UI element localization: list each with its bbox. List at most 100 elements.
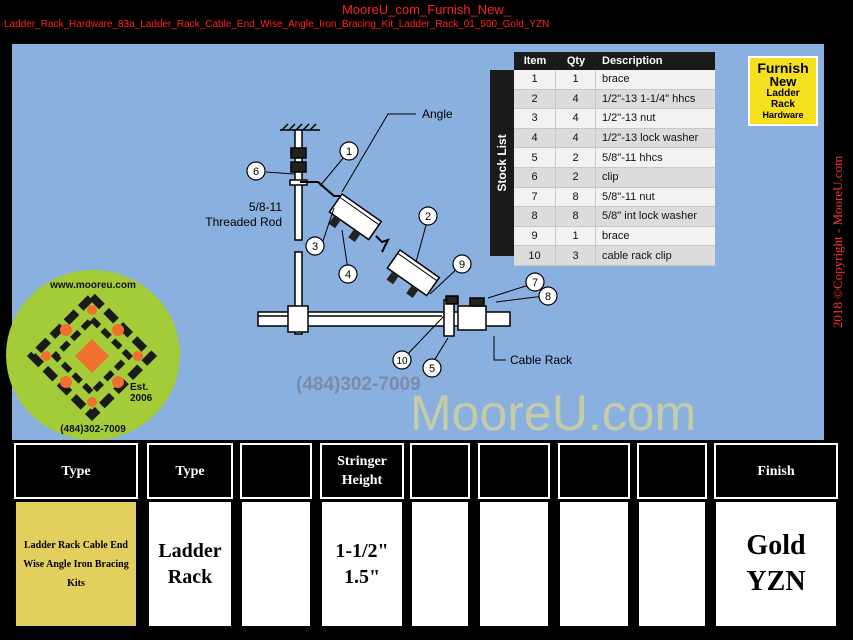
stock-cell-item: 1 bbox=[514, 70, 556, 89]
stock-cell-desc: 1/2"-13 1-1/4" hhcs bbox=[602, 92, 696, 105]
stock-cell-item: 6 bbox=[514, 167, 556, 187]
label-rod-2: Threaded Rod bbox=[205, 215, 282, 229]
header-type-2: Type bbox=[147, 443, 233, 499]
stock-cell-desc: 5/8" int lock washer bbox=[602, 210, 698, 223]
copyright-strip: 2018 ©Copyright - MooreU.com bbox=[826, 44, 850, 440]
logo-emblem-icon bbox=[26, 290, 158, 422]
stock-cell-qty: 2 bbox=[556, 167, 596, 187]
logo-est-year: 2006 bbox=[130, 393, 153, 404]
stock-cell-qty: 1 bbox=[556, 70, 596, 89]
stock-cell-qty: 8 bbox=[556, 207, 596, 226]
value-stringer-height: 1-1/2" 1.5" bbox=[320, 500, 404, 628]
logo-url: www.mooreu.com bbox=[50, 280, 136, 291]
value-blank-8 bbox=[637, 500, 707, 628]
callout-2: 2 bbox=[425, 211, 431, 223]
col-qty: Qty bbox=[566, 55, 586, 67]
callout-6: 6 bbox=[253, 166, 259, 178]
stock-cell-desc: brace bbox=[602, 73, 630, 86]
stock-cell-item: 7 bbox=[514, 187, 556, 207]
callout-7: 7 bbox=[532, 277, 538, 289]
stock-cell-desc: cable rack clip bbox=[602, 249, 672, 262]
stock-cell-qty: 8 bbox=[556, 187, 596, 207]
ceiling-mount bbox=[280, 123, 320, 131]
stock-list-side: Stock List bbox=[490, 70, 514, 256]
callout-5: 5 bbox=[429, 363, 435, 375]
stock-cell-qty: 2 bbox=[556, 148, 596, 167]
stock-cell-item: 4 bbox=[514, 128, 556, 148]
stock-cell-qty: 4 bbox=[556, 128, 596, 148]
logo-est-label: Est. bbox=[130, 382, 149, 393]
callout-10: 10 bbox=[396, 356, 408, 367]
stock-cell-item: 9 bbox=[514, 226, 556, 246]
badge-line-1: Furnish bbox=[757, 60, 809, 76]
threaded-rod bbox=[289, 129, 308, 335]
watermark-text: MooreU.com bbox=[410, 385, 697, 440]
value-blank-5 bbox=[410, 500, 470, 628]
badge-line-3: Ladder bbox=[766, 88, 800, 99]
value-type-1: Ladder Rack Cable End Wise Angle Iron Br… bbox=[14, 500, 138, 628]
header-type-1: Type bbox=[14, 443, 138, 499]
mooreu-logo: www.mooreu.com Est. 2006 (484)302-7009 bbox=[6, 270, 180, 440]
value-type-2: Ladder Rack bbox=[147, 500, 233, 628]
stock-cell-item: 3 bbox=[514, 109, 556, 128]
callout-markers bbox=[246, 141, 558, 378]
value-blank-3 bbox=[240, 500, 312, 628]
stock-cell-qty: 4 bbox=[556, 109, 596, 128]
label-rod-1: 5/8-11 bbox=[249, 200, 282, 214]
stock-cell-desc: brace bbox=[602, 230, 630, 243]
diagram-panel: 1 2 3 4 5 6 7 8 9 10 Angle 5/8-11 Thread… bbox=[12, 44, 824, 440]
assembly-drawing: 1 2 3 4 5 6 7 8 9 10 Angle 5/8-11 Thread… bbox=[205, 107, 573, 378]
stock-list-label: Stock List bbox=[495, 134, 509, 192]
badge-line-2: New bbox=[769, 74, 797, 89]
stock-cell-desc: 1/2"-13 lock washer bbox=[602, 132, 699, 145]
angle-iron-upper bbox=[328, 192, 383, 243]
badge-line-5: Hardware bbox=[762, 110, 804, 120]
callout-8: 8 bbox=[545, 291, 551, 303]
stock-cell-desc: clip bbox=[602, 171, 619, 184]
header-blank-5 bbox=[410, 443, 470, 499]
stock-cell-item: 5 bbox=[514, 148, 556, 167]
stock-cell-qty: 1 bbox=[556, 226, 596, 246]
value-blank-7 bbox=[558, 500, 630, 628]
stock-cell-desc: 5/8"-11 nut bbox=[602, 190, 655, 203]
header-blank-3 bbox=[240, 443, 312, 499]
logo-established: Est. 2006 bbox=[130, 382, 152, 404]
stock-cell-item: 2 bbox=[514, 89, 556, 109]
badge-line-4: Rack bbox=[771, 99, 795, 110]
header-blank-7 bbox=[558, 443, 630, 499]
stock-cell-desc: 5/8"-11 hhcs bbox=[602, 151, 663, 164]
page-title: MooreU_com_Furnish_New_ bbox=[341, 2, 512, 17]
furnish-new-badge: Furnish New Ladder Rack Hardware bbox=[748, 56, 818, 126]
col-item: Item bbox=[523, 55, 547, 67]
callout-9: 9 bbox=[459, 259, 465, 271]
callout-4: 4 bbox=[345, 269, 351, 281]
stock-cell-item: 10 bbox=[514, 246, 556, 265]
phone-number: (484)302-7009 bbox=[296, 374, 421, 395]
page-subtitle: Ladder_Rack_Hardware_83a_Ladder_Rack_Cab… bbox=[4, 19, 550, 30]
cable-rack-rail bbox=[257, 295, 511, 337]
callout-1: 1 bbox=[346, 146, 352, 158]
stock-list-header: Item Qty Description bbox=[514, 52, 715, 70]
header-finish: Finish bbox=[714, 443, 838, 499]
header-blank-6 bbox=[478, 443, 550, 499]
value-blank-6 bbox=[478, 500, 550, 628]
stock-cell-desc: 1/2"-13 nut bbox=[602, 112, 656, 125]
logo-phone: (484)302-7009 bbox=[60, 424, 126, 435]
copyright-text: 2018 ©Copyright - MooreU.com bbox=[830, 155, 845, 329]
stock-cell-item: 8 bbox=[514, 207, 556, 226]
angle-iron-lower bbox=[386, 248, 441, 299]
clip-bracket bbox=[300, 181, 344, 197]
value-finish: Gold YZN bbox=[714, 500, 838, 628]
callout-3: 3 bbox=[312, 241, 318, 253]
